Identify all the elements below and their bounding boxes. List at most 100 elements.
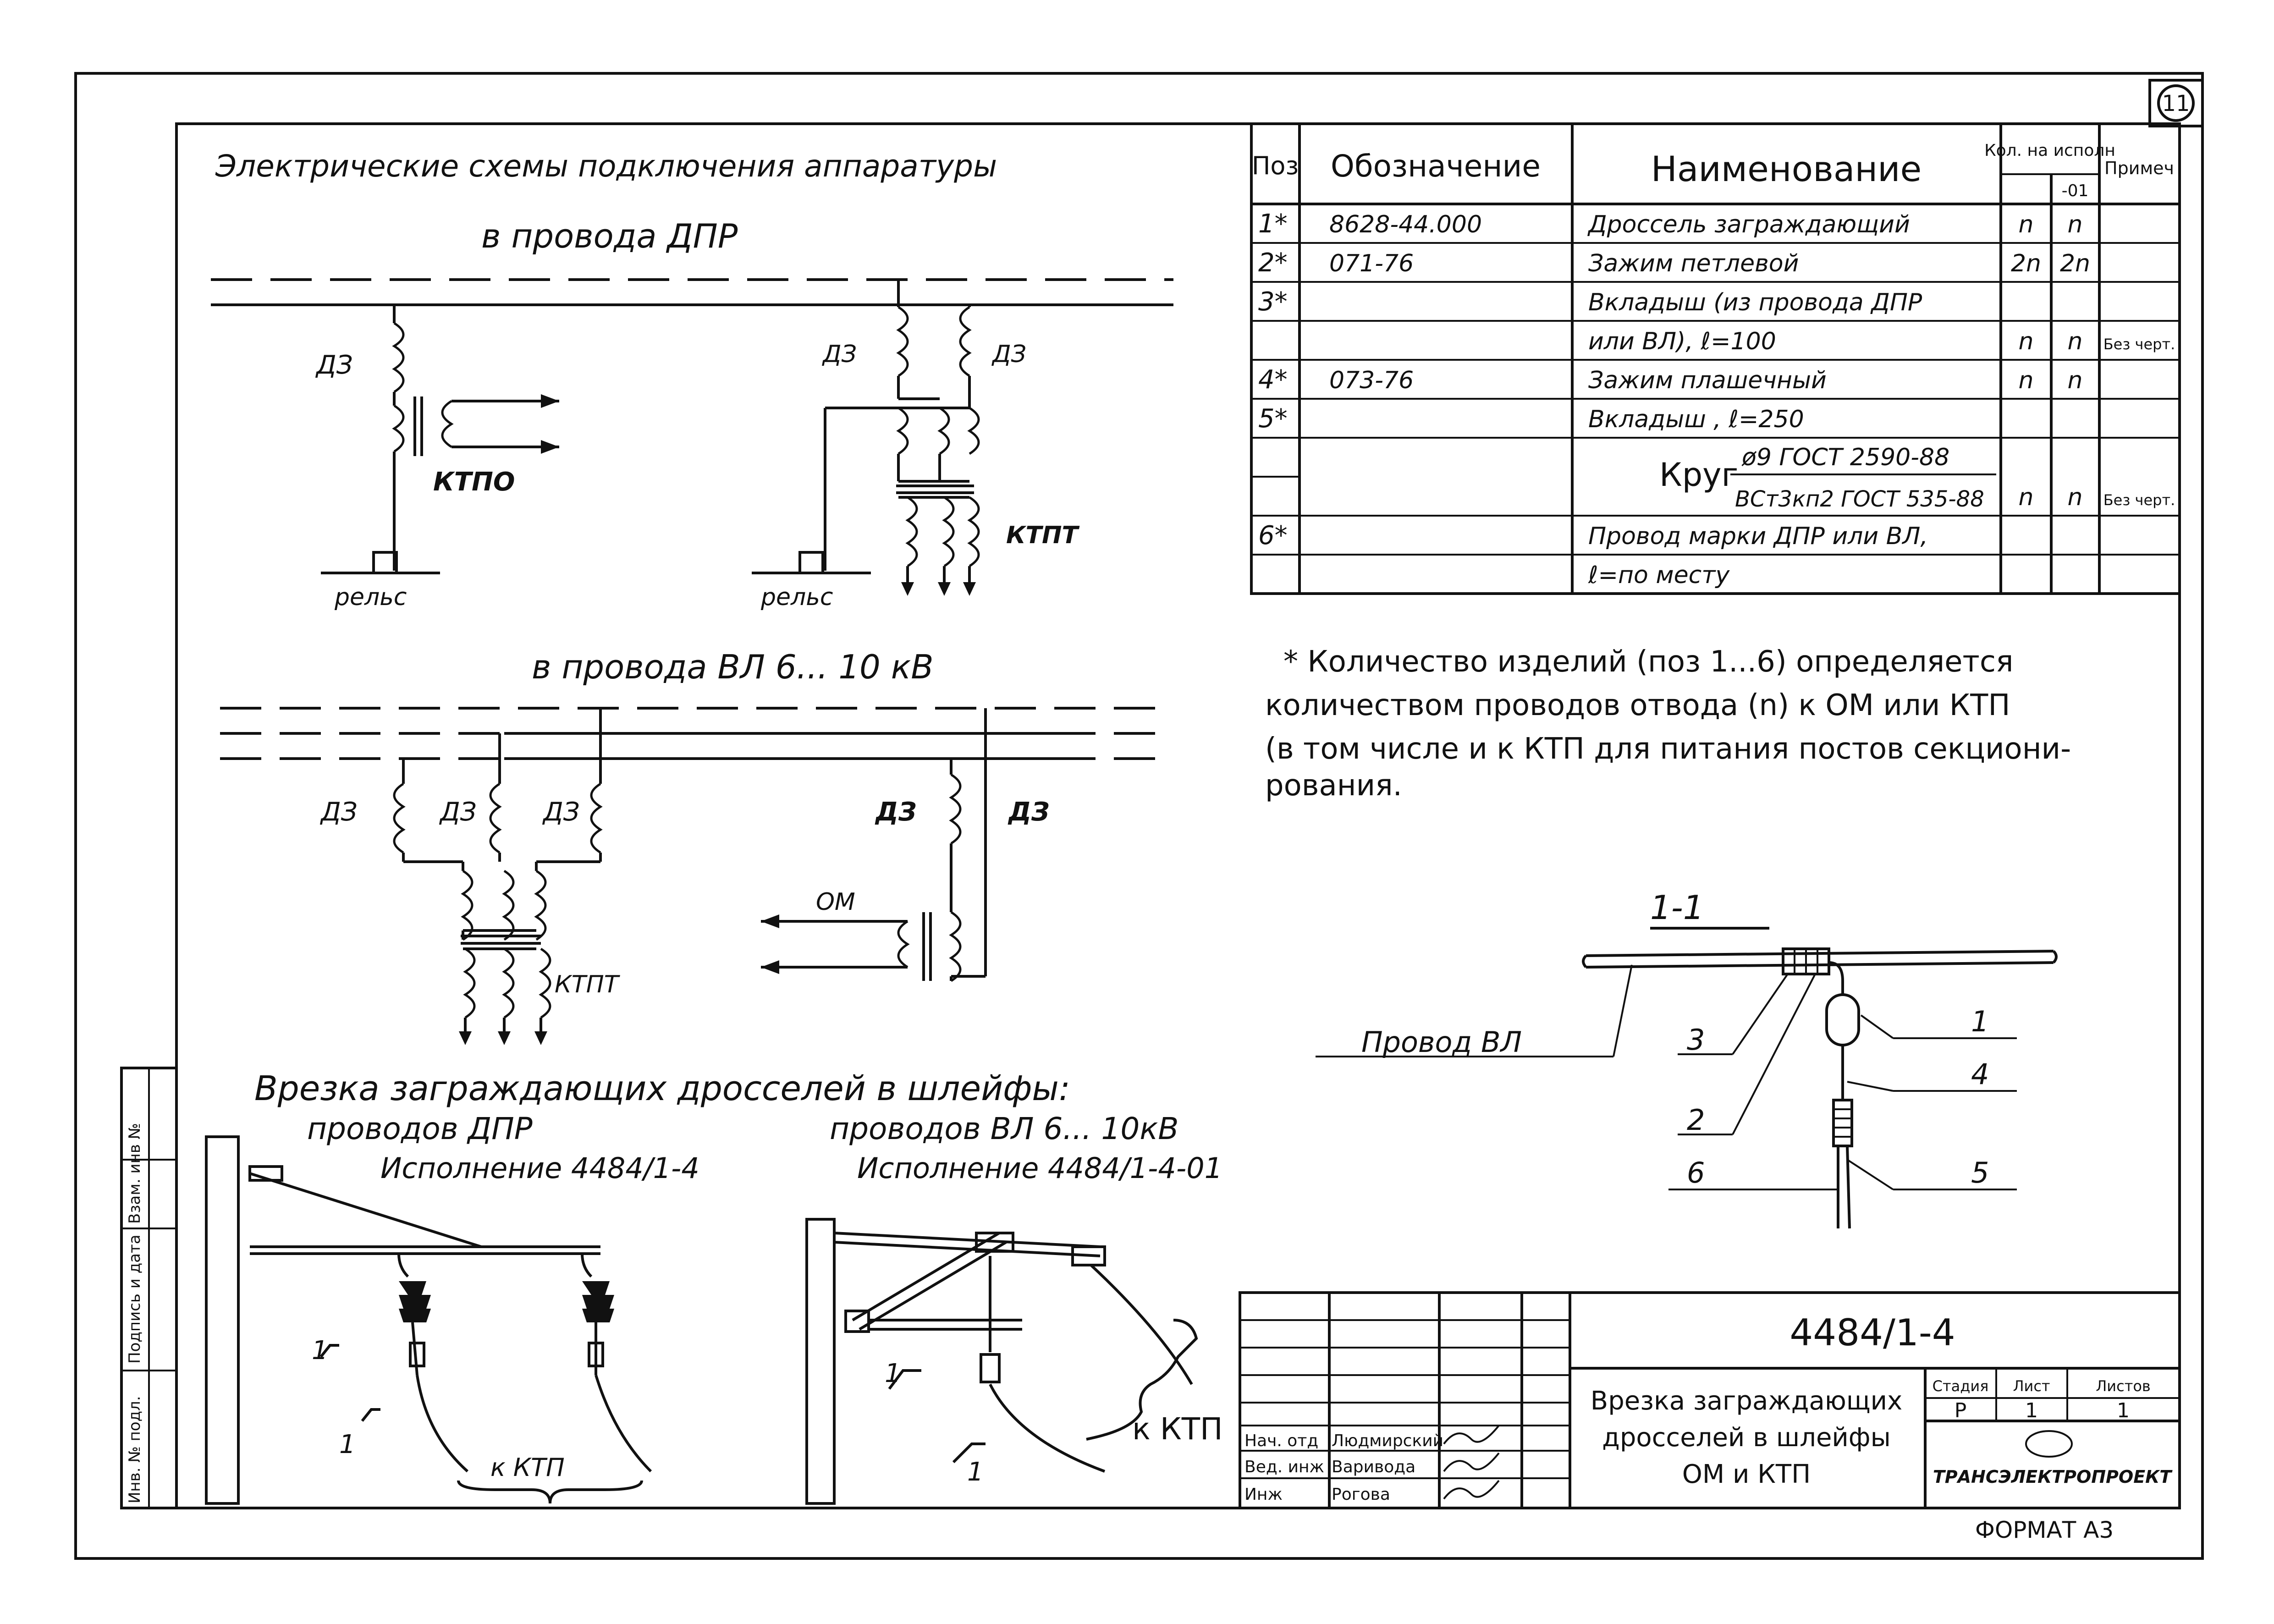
stage-value: Р — [1955, 1399, 1967, 1422]
title-block — [1239, 1291, 2181, 1509]
vl-om-scheme — [761, 708, 987, 982]
table-header-note: Примеч — [2104, 158, 2174, 178]
om-label: ОМ — [816, 888, 855, 916]
dpr-ktpt-scheme — [752, 280, 980, 596]
bottom-dpr-sub: проводов ДПР — [307, 1111, 533, 1146]
spec-cell-note: Без черт. — [2103, 336, 2175, 353]
vl-ktpt-label: КТПТ — [555, 971, 621, 998]
vl-choke-label-1: ДЗ — [319, 797, 358, 827]
callout-6: 6 — [1687, 1156, 1705, 1189]
sheet-header: Лист — [2013, 1377, 2050, 1395]
title-line-1: Врезка заграждающих — [1591, 1386, 1902, 1416]
vl-om-choke-label-1: ДЗ — [875, 797, 917, 827]
title-line-3: ОМ и КТП — [1682, 1459, 1811, 1489]
spec-cell-name: Дроссель заграждающий — [1587, 211, 1910, 238]
title-line-2: дросселей в шлейфы — [1602, 1423, 1891, 1453]
table-header-name: Наименование — [1651, 149, 1922, 189]
vl-choke-label-3: ДЗ — [542, 797, 580, 827]
spec-cell-name: Вкладыш (из провода ДПР — [1588, 289, 1922, 316]
spec-cell-name: ℓ=по месту — [1588, 562, 1730, 589]
spec-cell-pos: 6* — [1258, 521, 1288, 551]
krug-fraction: Круг ø9 ГОСТ 2590-88 ВСт3кп2 ГОСТ 535-88 — [1659, 444, 1996, 512]
spec-cell-q1: n — [2019, 328, 2034, 355]
table-header-qty-sub: -01 — [2062, 182, 2089, 200]
spec-cell-name: Провод марки ДПР или ВЛ, — [1588, 523, 1928, 550]
stamp-vzam-inv: Взам. инв № — [126, 1123, 144, 1224]
spec-cell-name: или ВЛ), ℓ=100 — [1588, 328, 1776, 355]
person-role-3: Инж — [1244, 1485, 1283, 1504]
callout-5: 5 — [1971, 1156, 1989, 1189]
stamp-signature-date: Подпись и дата — [126, 1234, 144, 1364]
bottom-vl-sub: проводов ВЛ 6... 10кВ — [830, 1111, 1179, 1146]
sheet-number: 11 — [2162, 91, 2190, 116]
outer-frame — [74, 72, 2204, 1560]
callout-3: 3 — [1687, 1023, 1705, 1057]
section-wire-label: Провод ВЛ — [1361, 1025, 1522, 1059]
dpr-right-choke-label-1: ДЗ — [822, 341, 857, 368]
spec-cell-name: Зажим петлевой — [1588, 250, 1799, 277]
spec-cell-q1: n — [2019, 484, 2034, 511]
note-line-1: * Количество изделий (поз 1...6) определ… — [1283, 645, 2014, 679]
format-label: ФОРМАТ А3 — [1975, 1517, 2114, 1543]
dpr-pole-sketch — [205, 1135, 652, 1505]
vl-om-choke-label-2: ДЗ — [1008, 797, 1050, 827]
dpr-ktpt-label: КТПТ — [1006, 522, 1079, 549]
section-1-1-drawing — [1316, 927, 2058, 1229]
diagram-title: Электрические схемы подключения аппарату… — [215, 149, 997, 184]
person-role-1: Нач. отд — [1244, 1431, 1318, 1450]
dpr-right-choke-label-2: ДЗ — [991, 341, 1026, 368]
bottom-vl-exec: Исполнение 4484/1-4-01 — [857, 1151, 1222, 1185]
stage-header: Стадия — [1933, 1377, 1989, 1395]
krug-label: Круг — [1659, 456, 1738, 494]
spec-cell-q1: 2n — [2011, 250, 2041, 277]
bottom-title: Врезка заграждающих дросселей в шлейфы: — [254, 1069, 1070, 1108]
sheets-header: Листов — [2096, 1377, 2151, 1395]
vl-pole-sketch — [805, 1218, 1198, 1505]
person-role-2: Вед. инж — [1244, 1458, 1324, 1476]
spec-cell-q2: n — [2068, 328, 2083, 355]
stamp-inv-podl: Инв. № подл. — [126, 1396, 144, 1503]
spec-cell-name: Зажим плашечный — [1588, 367, 1827, 394]
dpr-ktpo-scheme — [321, 305, 559, 574]
note-line-3: (в том числе и к КТП для питания постов … — [1265, 732, 2071, 766]
sheet-number-circle — [2157, 84, 2195, 122]
sheet-number-box — [2148, 79, 2204, 127]
side-stamp: Инв. № подл. Подпись и дата Взам. инв № — [120, 1067, 178, 1509]
vl-to-ktp: к КТП — [1132, 1411, 1223, 1447]
callout-2: 2 — [1687, 1103, 1705, 1137]
ktpo-label: КТПО — [433, 467, 515, 497]
spec-cell-designation: 073-76 — [1329, 367, 1414, 394]
spec-cell-q2: n — [2068, 367, 2083, 394]
dpr-choke-label: ДЗ — [315, 350, 353, 380]
spec-cell-designation: 8628-44.000 — [1329, 211, 1482, 238]
table-header-pos: Поз — [1252, 151, 1299, 180]
inner-frame — [175, 122, 2181, 1509]
spec-cell-pos: 1* — [1258, 209, 1288, 239]
dpr-section-mark-1: 1 — [312, 1336, 328, 1365]
spec-cell-note: Без черт. — [2103, 491, 2175, 509]
sheets-value: 1 — [2117, 1399, 2130, 1422]
company-name: ТРАНСЭЛЕКТРОПРОЕКТ — [1933, 1467, 2173, 1487]
dpr-subtitle: в провода ДПР — [481, 217, 738, 255]
dpr-rail-label-left: рельс — [334, 584, 407, 611]
spec-cell-q1: n — [2019, 211, 2034, 238]
dpr-rail-label-right: рельс — [760, 584, 833, 611]
spec-cell-q2: n — [2068, 211, 2083, 238]
vl-choke-label-2: ДЗ — [439, 797, 477, 827]
callout-1: 1 — [1971, 1005, 1989, 1038]
krug-numerator: ø9 ГОСТ 2590-88 — [1741, 444, 1949, 471]
dpr-section-mark-2: 1 — [339, 1430, 356, 1459]
spec-cell-pos: 5* — [1258, 404, 1288, 434]
spec-cell-pos: 4* — [1258, 365, 1288, 395]
spec-table — [1250, 122, 2181, 595]
person-name-1: Людмирский — [1332, 1431, 1443, 1450]
krug-denominator: ВСт3кп2 ГОСТ 535-88 — [1735, 486, 1984, 512]
section-title: 1-1 — [1650, 888, 1704, 927]
note-line-2: количеством проводов отвода (n) к ОМ или… — [1265, 688, 2010, 722]
doc-number: 4484/1-4 — [1789, 1311, 1955, 1354]
spec-cell-q1: n — [2019, 367, 2034, 394]
spec-cell-designation: 071-76 — [1329, 250, 1414, 277]
note-line-4: рования. — [1265, 769, 1402, 803]
